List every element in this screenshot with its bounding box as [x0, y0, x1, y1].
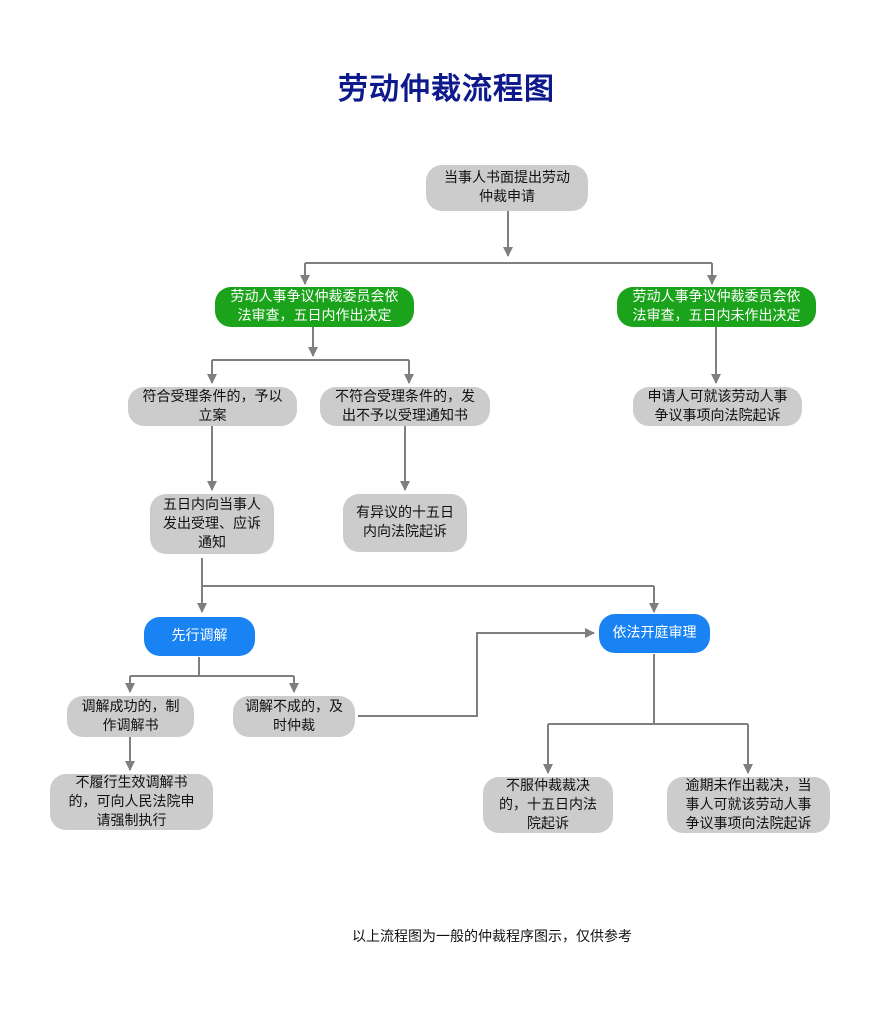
node-review-undecided: 劳动人事争议仲裁委员会依 法审查，五日内未作出决定 [617, 287, 816, 327]
node-start: 当事人书面提出劳动 仲裁申请 [426, 165, 588, 211]
node-rejected: 不符合受理条件的，发 出不予以受理通知书 [320, 387, 490, 426]
diagram-title: 劳动仲裁流程图 [338, 72, 555, 107]
node-mediation-success: 调解成功的，制 作调解书 [67, 696, 194, 737]
footer-note: 以上流程图为一般的仲裁程序图示，仅供参考 [352, 929, 632, 945]
node-enforce: 不履行生效调解书 的，可向人民法院申 请强制执行 [50, 774, 213, 830]
node-award-objection: 不服仲裁裁决 的，十五日内法 院起诉 [483, 777, 613, 833]
node-review-decided: 劳动人事争议仲裁委员会依 法审查，五日内作出决定 [215, 287, 414, 327]
node-mediation-failed: 调解不成的，及 时仲裁 [233, 696, 355, 737]
node-mediate-first: 先行调解 [144, 617, 255, 656]
node-notify: 五日内向当事人 发出受理、应诉 通知 [150, 494, 274, 554]
node-overdue-sue: 逾期未作出裁决，当 事人可就该劳动人事 争议事项向法院起诉 [667, 777, 830, 833]
edge-failed-to-hearing [358, 628, 595, 717]
node-sue-if-undecided: 申请人可就该劳动人事 争议事项向法院起诉 [633, 387, 802, 426]
node-hearing: 依法开庭审理 [599, 614, 710, 653]
node-accepted: 符合受理条件的，予以 立案 [128, 387, 297, 426]
node-objection-sue: 有异议的十五日 内向法院起诉 [343, 494, 467, 552]
